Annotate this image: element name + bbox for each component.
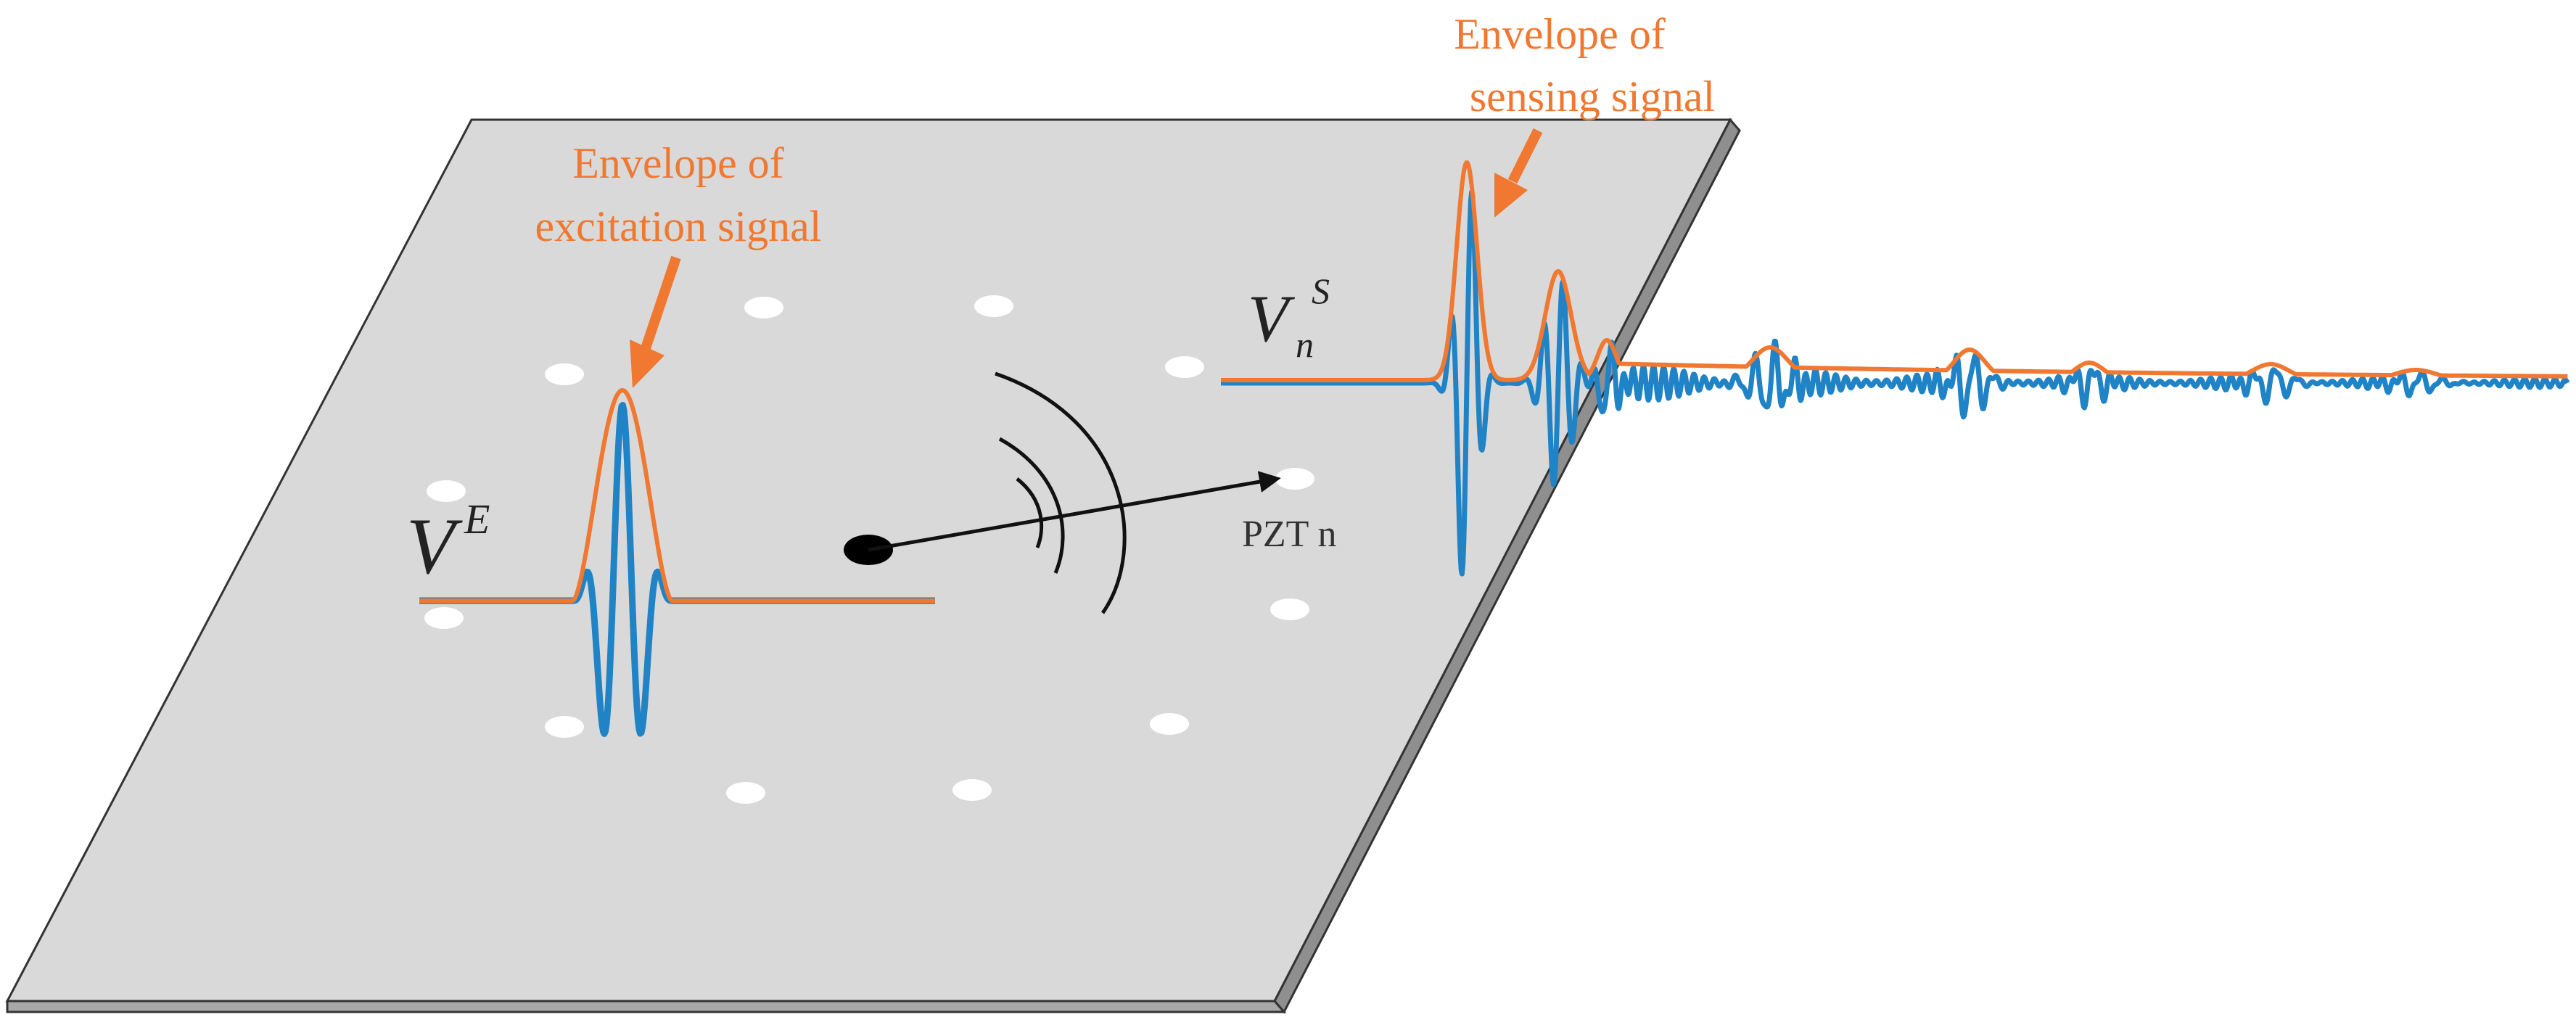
excitation-signal-symbol: V (406, 502, 463, 590)
pzt-sensor-11 (427, 480, 466, 502)
pzt-sensor-3 (1165, 356, 1204, 378)
sensing-envelope-label-line1: Envelope of (1454, 10, 1666, 58)
excitation-signal-superscript: E (464, 495, 490, 543)
excitation-envelope-label-line2: excitation signal (535, 202, 822, 250)
sensing-envelope-arrow (1494, 128, 1543, 218)
plate (5, 118, 1741, 1014)
wave-arc-outer (995, 371, 1127, 614)
pzt-sensor-2 (974, 295, 1013, 317)
wave-arc-middle (998, 437, 1065, 574)
pzt-sensor-10 (424, 607, 464, 629)
sensing-signal-superscript: S (1312, 271, 1330, 311)
pzt-sensor-9 (545, 716, 584, 738)
annotation-labels: Envelope of excitation signal Envelope o… (406, 10, 1715, 590)
annotation-arrows (630, 128, 1543, 388)
plate-front-edge (6, 1000, 1287, 1013)
direct-path-arrow (868, 471, 1281, 552)
sensing-envelope (1221, 160, 2568, 382)
pzt-sensor-8 (726, 782, 765, 804)
excitation-envelope-label-line1: Envelope of (572, 139, 784, 187)
wave-arc-inner (1016, 477, 1044, 548)
sensing-signal-subscript: n (1296, 324, 1314, 365)
excitation-envelope (419, 387, 935, 603)
pzt-sensor-5 (1270, 598, 1309, 620)
pzt-sensor-1 (744, 297, 783, 318)
pzt-sensor-4 (1275, 468, 1314, 490)
pzt-sensor-12 (545, 363, 584, 385)
sensing-waveform (1219, 189, 2570, 577)
sensing-signal (1219, 160, 2570, 577)
wave-propagation-arcs (995, 371, 1127, 614)
pzt-sensor-6 (1150, 713, 1189, 735)
pzt-sensor-array (424, 295, 1314, 804)
pzt-sensor-7 (952, 779, 992, 801)
pzt-n-label: PZT n (1242, 514, 1337, 555)
excitation-envelope-arrow (630, 255, 681, 388)
excitation-signal (417, 387, 937, 737)
sensing-signal-symbol: V (1248, 281, 1296, 355)
sensing-envelope-label-line2: sensing signal (1470, 73, 1715, 120)
